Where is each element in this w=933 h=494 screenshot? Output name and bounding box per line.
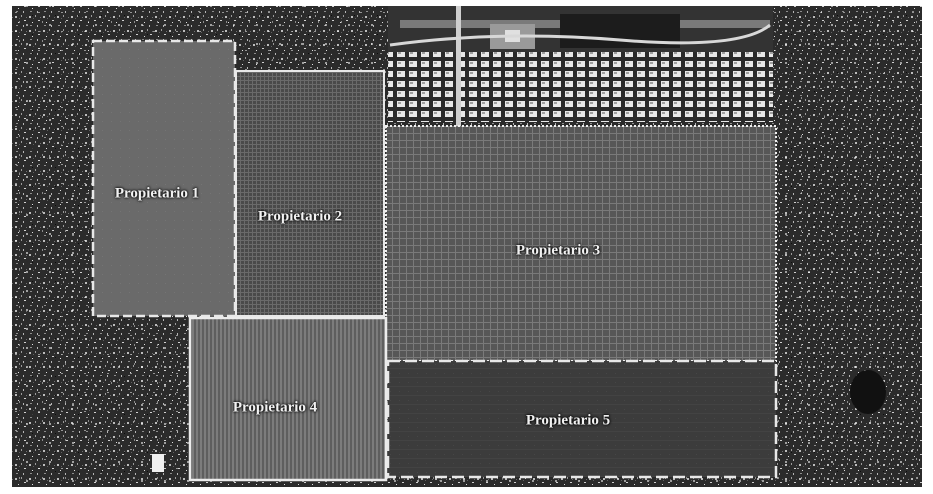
- parcel-propietario-3[interactable]: [385, 125, 777, 362]
- north-marker: [152, 454, 164, 472]
- parcel-propietario-4[interactable]: [188, 316, 388, 482]
- parcel-propietario-1[interactable]: [91, 39, 237, 318]
- urban-blocks-north: [388, 6, 773, 126]
- parcel-propietario-5[interactable]: [386, 359, 778, 479]
- parcel-propietario-2[interactable]: [235, 70, 385, 317]
- dark-feature: [850, 370, 886, 414]
